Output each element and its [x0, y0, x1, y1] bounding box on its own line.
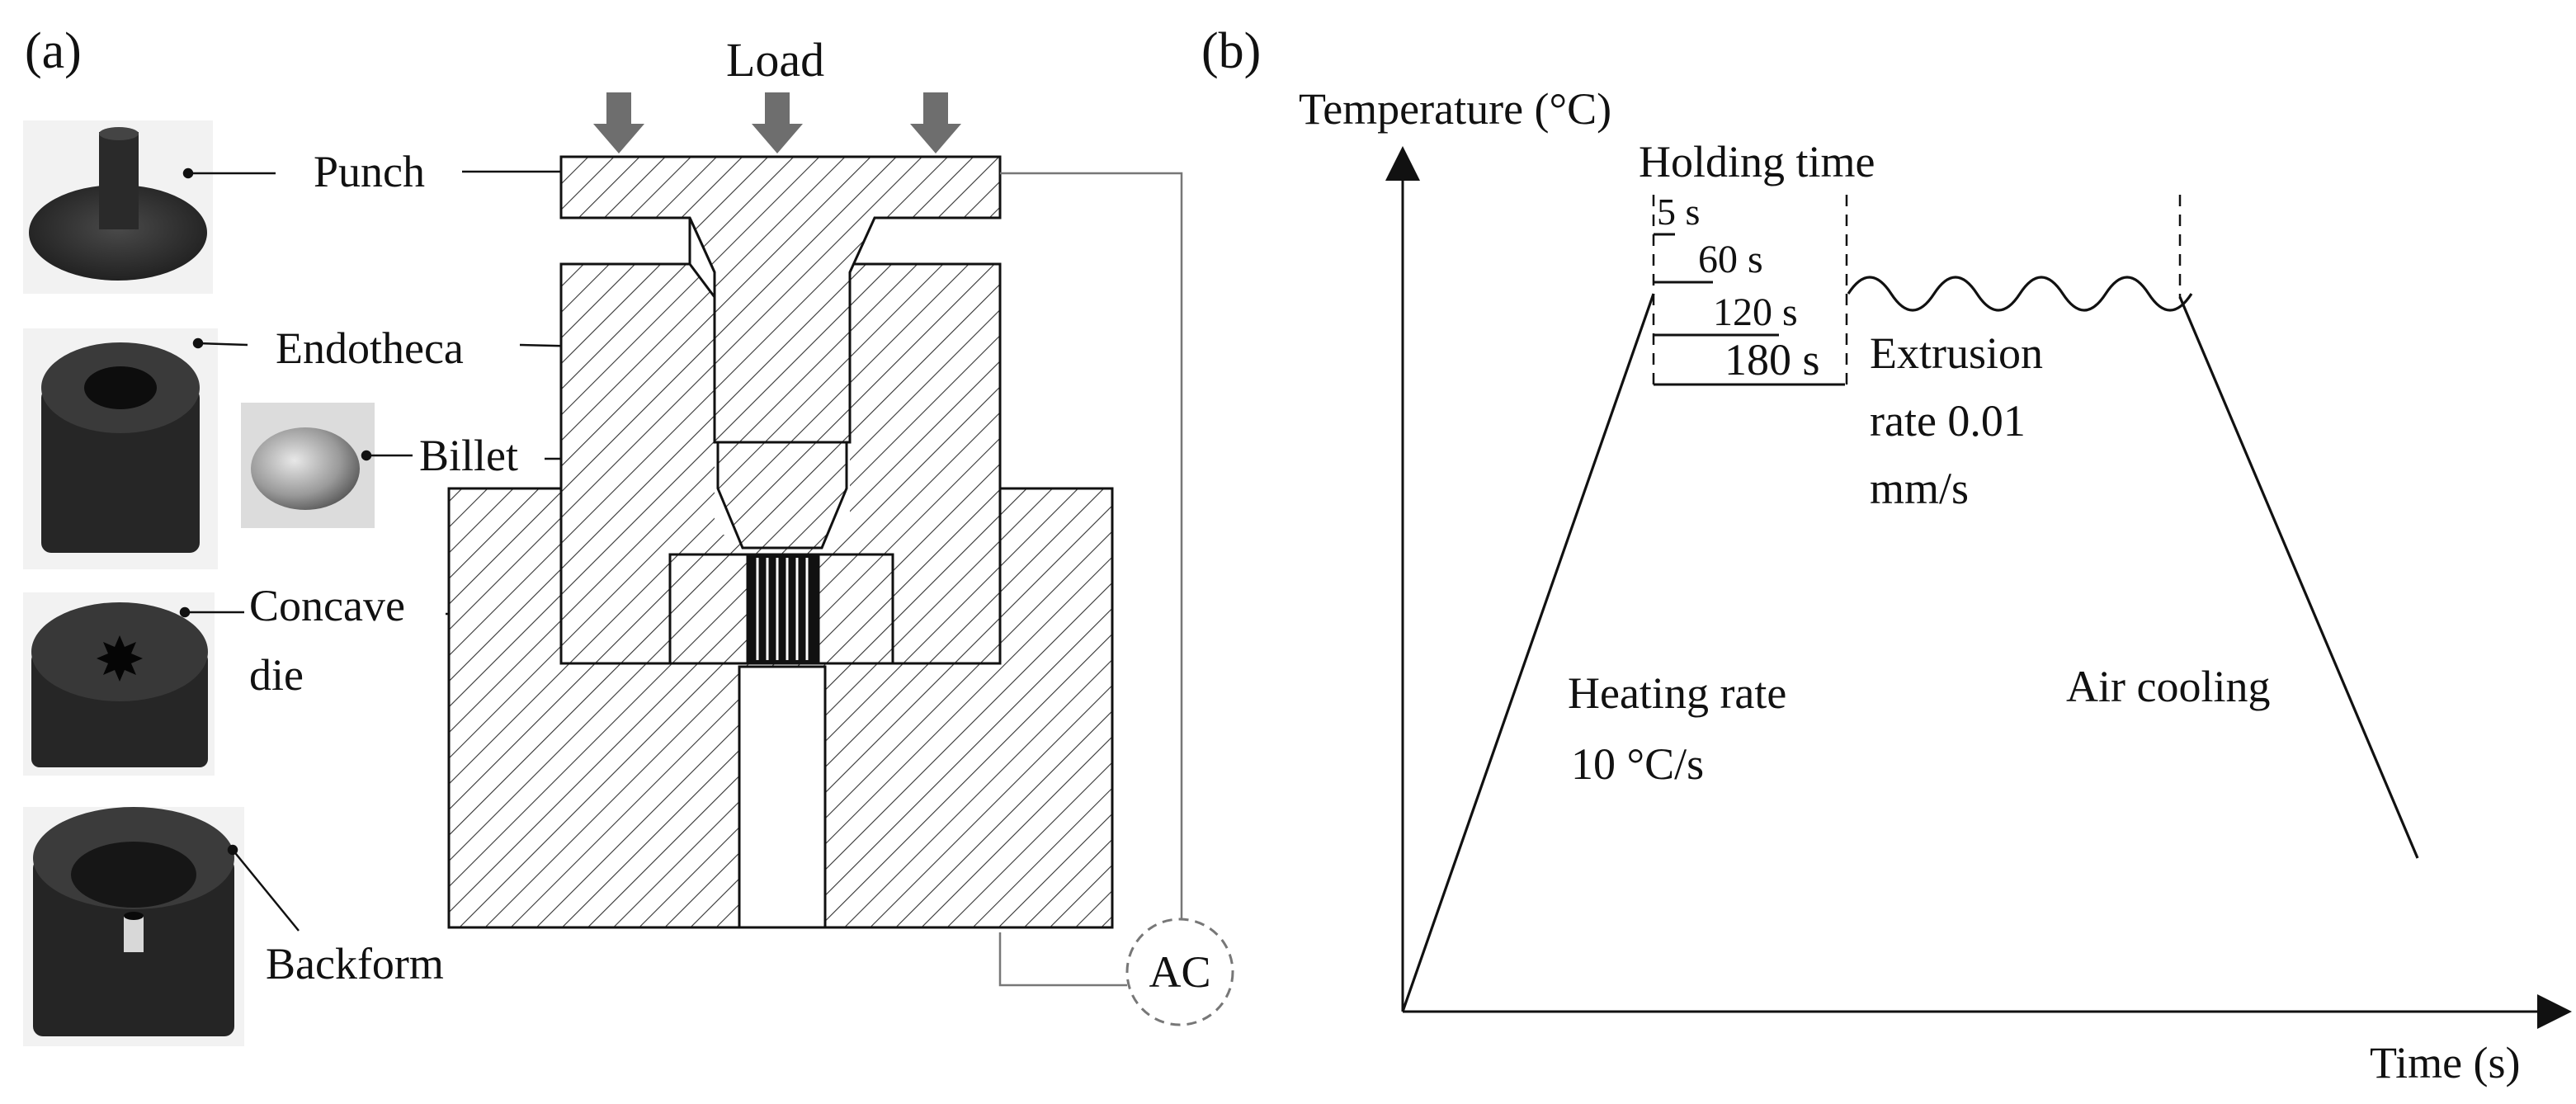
extrusion-rate-line3: mm/s: [1870, 464, 1969, 513]
concave-die-label-line1: Concave: [249, 581, 405, 630]
concave-die-label-line2: die: [249, 650, 304, 700]
load-arrow-left: [593, 92, 644, 153]
backform-label: Backform: [266, 939, 444, 988]
panel-b-label: (b): [1201, 23, 1261, 79]
x-axis-label: Time (s): [2370, 1038, 2521, 1087]
heating-rate-line1: Heating rate: [1568, 668, 1786, 718]
heating-rate-line2: 10 °C/s: [1571, 739, 1704, 789]
extrudate-ribs: [756, 558, 809, 660]
ac-wire-top: [1000, 172, 1183, 941]
punch-section: [559, 155, 1002, 444]
endotheca-label: Endotheca: [276, 323, 464, 373]
cooling-ramp: [2178, 296, 2419, 859]
backform-photo: [23, 807, 244, 1046]
holding-time-5s: 5 s: [1657, 191, 1700, 233]
extrusion-rate-line2: rate 0.01: [1870, 396, 2026, 446]
y-axis-label: Temperature (°C): [1299, 84, 1611, 134]
heating-ramp: [1401, 293, 1655, 1012]
panel-a: (a) Load: [23, 23, 1234, 1046]
endotheca-photo: [23, 328, 218, 569]
panel-b: (b) Temperature (°C) Time (s) Holding ti…: [1201, 23, 2572, 1087]
punch-photo: [23, 120, 213, 294]
panel-a-label: (a): [25, 23, 82, 79]
exit-channel: [738, 665, 827, 929]
ac-source-icon: [1125, 918, 1234, 1026]
concave-die-photo: [23, 592, 215, 776]
punch-fillet-left: [688, 217, 716, 301]
holding-time-label: Holding time: [1639, 137, 1875, 186]
extrusion-rate-line1: Extrusion: [1870, 328, 2043, 378]
ac-circuit: AC: [998, 172, 1234, 1026]
load-arrow-right: [910, 92, 961, 153]
billet-photo: [241, 403, 375, 528]
air-cooling-label: Air cooling: [2066, 662, 2270, 711]
holding-time-options: [1654, 233, 1845, 386]
holding-time-60s: 60 s: [1698, 238, 1763, 281]
holding-time-180s: 180 s: [1724, 335, 1820, 385]
mold-cross-section: [447, 155, 1114, 929]
punch-label: Punch: [314, 147, 425, 196]
billet-label: Billet: [419, 431, 518, 480]
load-arrow-center: [752, 92, 803, 153]
part-photos: [23, 120, 375, 1046]
part-labels: Punch Endotheca Billet Concave die Backf…: [249, 147, 518, 988]
billet-section: [716, 441, 848, 550]
load-arrows: [593, 92, 961, 153]
load-label: Load: [726, 33, 824, 87]
extrusion-wave: [1847, 276, 2193, 312]
ac-label: AC: [1149, 947, 1210, 997]
holding-time-120s: 120 s: [1713, 290, 1798, 334]
ac-wire-bottom: [998, 932, 1127, 987]
